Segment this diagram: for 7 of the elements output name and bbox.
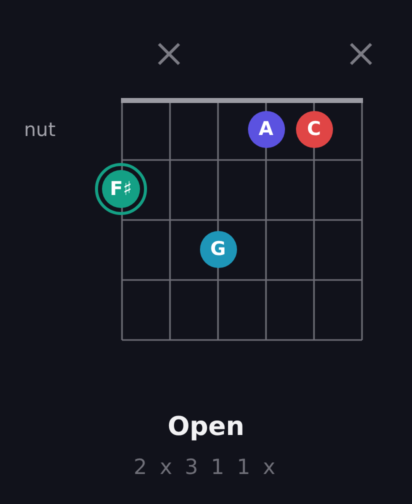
note-dot: A	[248, 110, 284, 148]
chord-name: Open	[166, 412, 246, 442]
fingering-text: 2 x 3 1 1 x	[132, 455, 280, 479]
nut-label: nut	[24, 119, 56, 141]
note-dot: G	[200, 230, 236, 268]
root-note-dot: F♯	[95, 163, 147, 215]
note-dot: C	[296, 110, 332, 148]
